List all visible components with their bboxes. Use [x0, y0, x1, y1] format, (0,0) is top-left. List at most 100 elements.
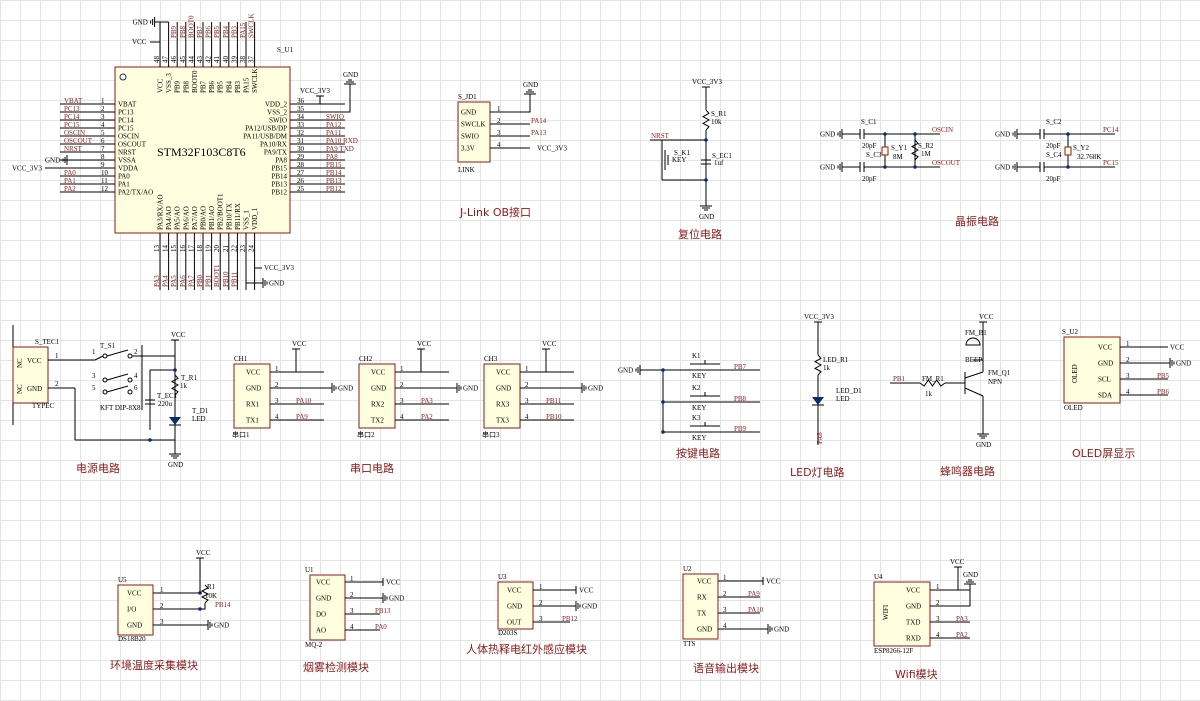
mcu-pin-number: 45 — [179, 56, 187, 64]
key-net: PB9 — [734, 425, 747, 433]
mq2-pin-number: 2 — [350, 591, 354, 599]
mcu-net-left: PA2 — [64, 185, 76, 193]
crystal-pc14-net: PC14 — [1103, 126, 1119, 134]
wire — [510, 100, 531, 113]
reset-cap-ref: S_EC1 — [712, 152, 732, 160]
mcu-pin-number: 14 — [162, 245, 170, 253]
mcu-pin-name: VDD_1 — [251, 207, 259, 230]
mcu-pin-name: PB0/AO — [200, 206, 208, 230]
mcu-pin-name: PB5 — [217, 80, 225, 93]
oled-pin-number: 1 — [1126, 340, 1130, 348]
mcu-net-top: PB7 — [196, 25, 204, 38]
crystal-c1-ref: S_C1 — [861, 118, 877, 126]
reset-key-ref: S_K1 — [674, 149, 690, 157]
gnd-label: GND — [820, 131, 835, 139]
pir-pin-name: GND — [507, 603, 522, 611]
power-label: VCC — [579, 587, 594, 595]
oled-pin-number: 4 — [1126, 388, 1130, 396]
switch-contact — [127, 353, 133, 359]
mcu-pin-name: PB7 — [200, 80, 208, 93]
mq2-pin-number: 3 — [350, 607, 354, 615]
gnd-label: GND — [343, 71, 358, 79]
typec-nc-bottom: NC — [16, 384, 24, 394]
mcu-net-right: SWIO — [326, 113, 344, 121]
mcu-pin-number: 11 — [101, 177, 108, 185]
mcu-net-bottom: PB0 — [196, 274, 204, 287]
title-smoke: 烟雾检测模块 — [303, 660, 369, 674]
oled-label: OLED — [1064, 404, 1083, 412]
title-keys: 按键电路 — [676, 446, 720, 460]
wifi-ref: U4 — [874, 573, 883, 581]
uart-rx-net: PB11 — [546, 397, 562, 405]
gnd-label: GND — [699, 213, 714, 221]
wifi-pin-name: GND — [906, 603, 921, 611]
wire — [950, 575, 959, 591]
mcu-pin-number: 34 — [297, 113, 305, 121]
junction-dot — [704, 178, 708, 182]
mcu-net-left: PA1 — [64, 177, 76, 185]
mcu-pin-name: PB15 — [271, 165, 287, 173]
uart-pin-number: 1 — [525, 365, 529, 373]
crystal-oscin-net: OSCIN — [932, 126, 953, 134]
mcu-pin-name: VSS_2 — [267, 109, 287, 117]
ds18b20-pin-name: GND — [127, 622, 142, 630]
junction-dot — [883, 165, 887, 169]
mcu-pin-name: PA5/AO — [174, 206, 182, 230]
resistor-symbol — [910, 139, 920, 161]
switch-ref: T_S1 — [100, 342, 116, 350]
uart-pin-number: 3 — [525, 397, 529, 405]
oled-pin-name: VCC — [1098, 344, 1113, 352]
reset-r-ref: S_R1 — [711, 110, 727, 118]
junction-dot — [661, 368, 665, 372]
crystal-c2-ref: S_C2 — [1046, 118, 1062, 126]
key-ref: K1 — [692, 352, 701, 360]
crystal-c2-value: 20pF — [1046, 142, 1061, 150]
ds18b20-ref: U5 — [118, 576, 127, 584]
switch-contact — [102, 389, 108, 395]
mcu-pin-name: PB6 — [208, 80, 216, 93]
ds18b20-r-ref: R1 — [207, 583, 216, 591]
mcu-net-right: PB13 — [326, 177, 342, 185]
power-label: VCC_3V3 — [300, 87, 330, 95]
tts-pin-number: 4 — [723, 622, 727, 630]
title-pir: 人体热释电红外感应模块 — [466, 642, 587, 656]
crystal-oscout-net: OSCOUT — [932, 159, 961, 167]
switch-pin-number: 2 — [134, 348, 138, 356]
mcu-net-top: BOOT0 — [187, 15, 195, 38]
mcu-pin-number: 36 — [297, 97, 305, 105]
mcu-pin-number: 26 — [297, 177, 305, 185]
mcu-net-bottom: PA5 — [170, 275, 178, 287]
mcu-net-right: PA10 RXD — [326, 137, 358, 145]
buzzer-net: PB1 — [893, 375, 906, 383]
typec-pin-number: 1 — [55, 352, 59, 360]
mcu-pin-name: PB12 — [271, 189, 287, 197]
buzzer-r-value: 1k — [925, 390, 933, 398]
tts-pin-number: 2 — [723, 590, 727, 598]
uart-pin-number: 3 — [400, 397, 404, 405]
junction-dot — [883, 132, 887, 136]
mcu-pin-number: 43 — [196, 56, 204, 64]
mcu-net-left: OSCOUT — [64, 137, 93, 145]
mcu-pin-number: 35 — [297, 105, 305, 113]
mcu-pin-name: VSSA — [118, 157, 136, 165]
ds18b20-pin-number: 2 — [160, 602, 164, 610]
mcu-pin-number: 18 — [196, 245, 204, 253]
mcu-pin-number: 28 — [297, 161, 305, 169]
mcu-pin-name: PA1 — [118, 181, 130, 189]
led-d-ref: LED_D1 — [836, 387, 862, 395]
uart-body — [358, 363, 396, 429]
ds18b20-pin-name: I/O — [127, 606, 136, 614]
uart-rx-net: PA3 — [421, 397, 433, 405]
mcu-pin-name: PA10/RX — [260, 141, 287, 149]
tts-net: PA10 — [748, 606, 764, 614]
mcu-pin-number: 27 — [297, 169, 305, 177]
mcu-pin-number: 33 — [297, 121, 305, 129]
uart-pin-number: 2 — [525, 381, 529, 389]
wire — [290, 357, 297, 373]
mq2-ref: U1 — [305, 566, 314, 574]
uart-pin-number: 2 — [400, 381, 404, 389]
wifi-label: ESP8266-12F — [874, 647, 913, 655]
mcu-pin-name: OSCIN — [118, 133, 139, 141]
title-oled: OLED屏显示 — [1072, 447, 1135, 460]
